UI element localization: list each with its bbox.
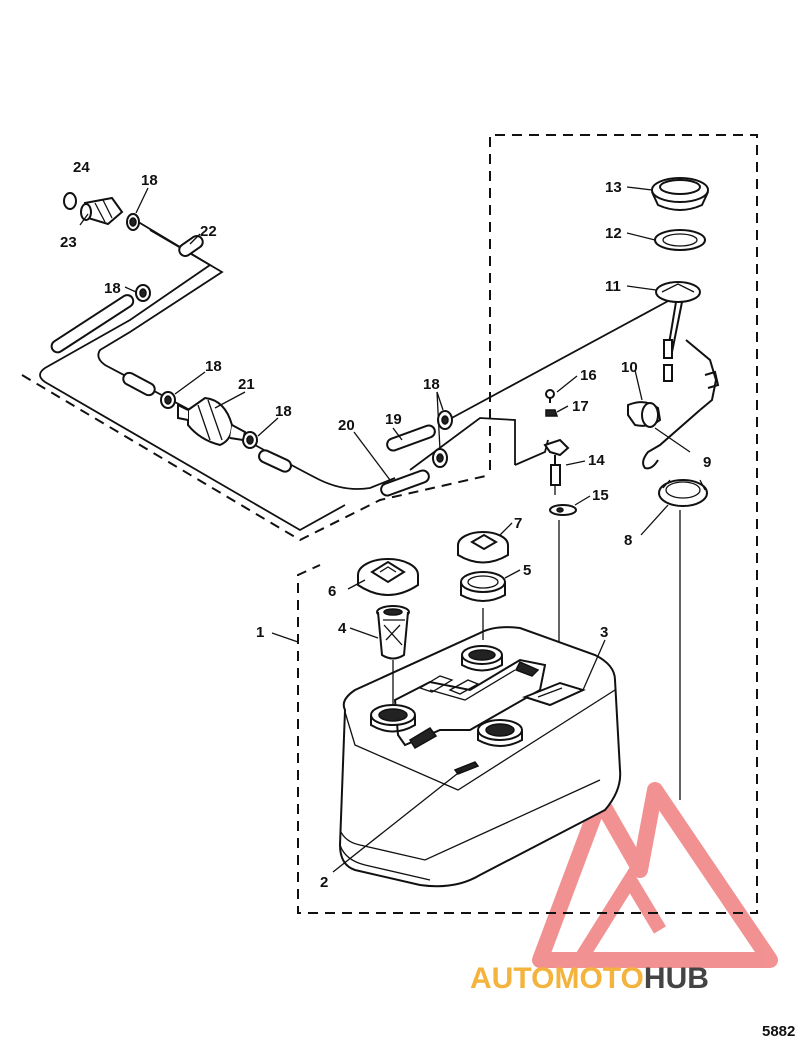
callout-1: 1	[256, 624, 264, 641]
tank-assembly-boundary	[297, 134, 758, 914]
hose-clamp-part-18-c	[160, 391, 176, 409]
callout-3: 3	[600, 624, 608, 641]
callout-19: 19	[385, 411, 402, 428]
hose-section-part-22	[178, 234, 204, 258]
gauge-bezel-part-13	[651, 177, 709, 211]
float-part-10	[627, 401, 662, 428]
svg-text:AUTOMOTOHUB: AUTOMOTOHUB	[470, 962, 709, 995]
hose-clamp-part-18-a	[126, 213, 140, 231]
callout-8: 8	[624, 532, 632, 549]
hose-clamp-part-18-d	[242, 431, 258, 449]
watermark-brand: AUTOMOTOHUB	[470, 962, 709, 995]
callout-labels: 24 18 22 23 18 18 21 18 18 19 20 16 17 1…	[60, 159, 711, 891]
callout-2: 2	[320, 874, 328, 891]
callout-9: 9	[703, 454, 711, 471]
gauge-lens-part-12	[654, 229, 706, 251]
hose-clamp-part-18-f	[432, 448, 448, 468]
primer-bulb-part-21	[177, 396, 247, 447]
callout-22: 22	[200, 223, 217, 240]
nut-part-17	[545, 409, 559, 417]
callout-18-a: 18	[141, 172, 158, 189]
hose-section-part-19	[386, 424, 436, 452]
hose-assembly-boundary	[21, 374, 491, 542]
filler-cap-part-6	[357, 558, 419, 596]
vent-cap-part-7	[457, 531, 509, 564]
leader-lines	[79, 186, 691, 873]
hose-section-part-20	[380, 469, 430, 497]
callout-17: 17	[572, 398, 589, 415]
float-arm-part-9	[642, 409, 701, 470]
watermark-hub: HUB	[644, 962, 709, 995]
hose-section-after-bulb	[258, 449, 292, 473]
callout-24: 24	[73, 159, 90, 176]
callout-15: 15	[592, 487, 609, 504]
callout-13: 13	[605, 179, 622, 196]
callout-16: 16	[580, 367, 597, 384]
hose-clamp-part-18-e	[437, 410, 453, 430]
callout-18-c: 18	[205, 358, 222, 375]
fuel-line-route	[39, 219, 671, 532]
hose-clamp-part-18-b	[135, 284, 151, 302]
callout-21: 21	[238, 376, 255, 393]
o-ring-part-24	[63, 192, 77, 210]
callout-10: 10	[621, 359, 638, 376]
fuel-connector-part-23	[80, 196, 124, 226]
callout-18-e: 18	[423, 376, 440, 393]
callout-23: 23	[60, 234, 77, 251]
callout-7: 7	[514, 515, 522, 532]
screw-part-16	[545, 389, 555, 403]
gauge-mounting-ring-part-8	[658, 479, 708, 507]
figure-number: 5882	[762, 1023, 795, 1040]
callout-18-d: 18	[275, 403, 292, 420]
callout-5: 5	[523, 562, 531, 579]
callout-20: 20	[338, 417, 355, 434]
callout-12: 12	[605, 225, 622, 242]
callout-18-b: 18	[104, 280, 121, 297]
fuel-tank-part-1	[338, 626, 622, 888]
callout-11: 11	[605, 278, 621, 295]
vent-gasket-part-15	[549, 504, 577, 516]
callout-4: 4	[338, 620, 347, 637]
hose-section-upper-left	[50, 294, 135, 354]
vent-assembly-part-14	[543, 438, 570, 495]
cap-seal-part-5	[460, 571, 506, 602]
callout-6: 6	[328, 583, 336, 600]
filter-screen-part-4	[376, 605, 410, 660]
watermark-moto: MOTO	[554, 962, 643, 995]
hose-section-mid-left	[122, 371, 156, 397]
fuel-gauge-part-11	[655, 281, 720, 411]
callout-14: 14	[588, 452, 605, 469]
watermark-auto: AUTO	[470, 962, 554, 995]
